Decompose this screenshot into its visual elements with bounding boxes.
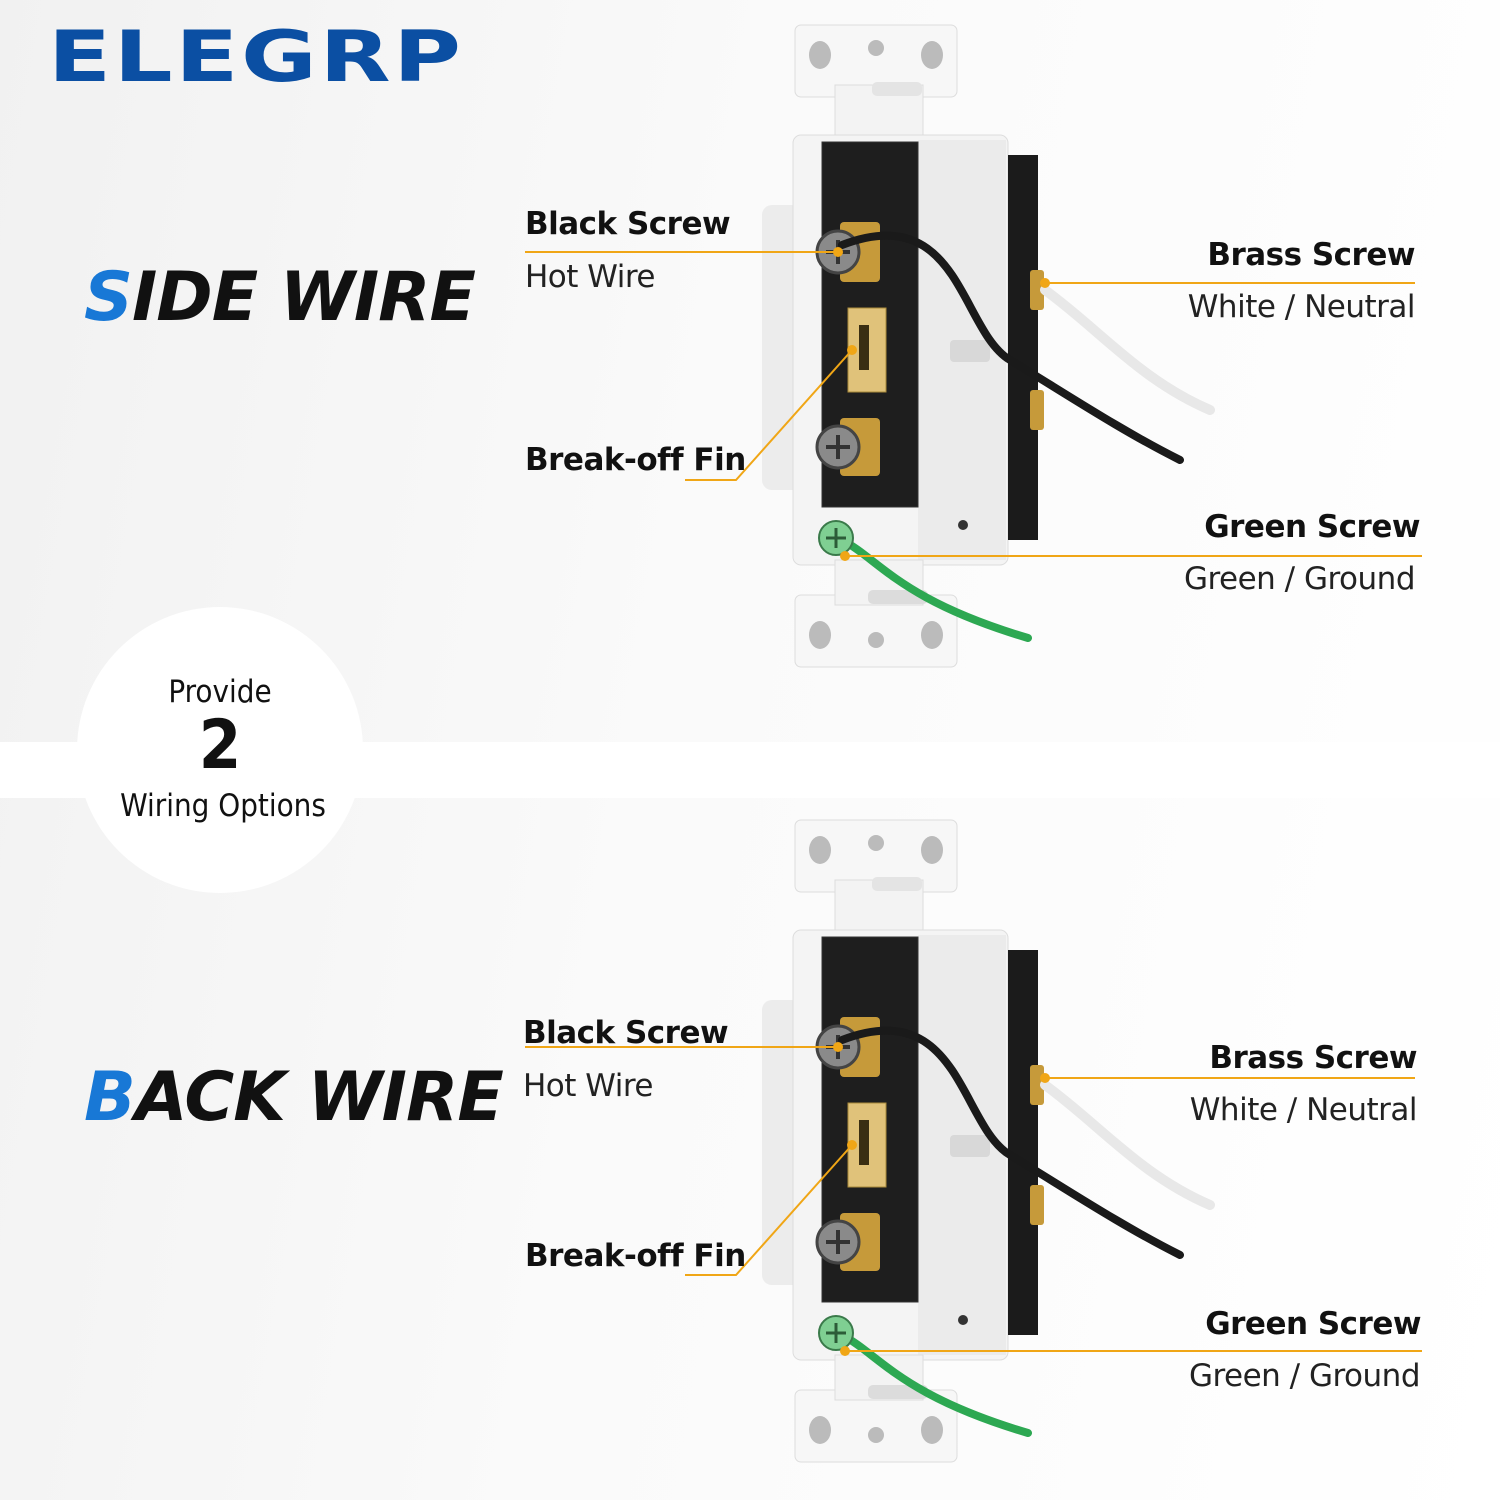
callout-dot <box>847 345 857 355</box>
callout-lines <box>525 251 1422 557</box>
black-hot-wire <box>838 1026 1184 1259</box>
callout-lines <box>525 1046 1422 1352</box>
label-hot-wire: Hot Wire <box>525 259 656 295</box>
title-initial: S <box>84 258 133 337</box>
label-black-screw: Black Screw <box>523 1015 729 1051</box>
white-neutral-wire <box>1040 285 1215 415</box>
badge-wiring-options-text: Wiring Options <box>120 788 326 824</box>
side-wire-title: SIDE WIRE <box>84 264 476 332</box>
break-off-fin-callout-line <box>685 1144 853 1276</box>
label-white-neutral: White / Neutral <box>1187 289 1416 325</box>
callout-dots <box>833 247 1050 561</box>
label-break-off-fin: Break-off Fin <box>525 442 746 478</box>
label-brass-screw: Brass Screw <box>1207 237 1415 273</box>
elegrp-logo: ELEGRP <box>48 16 464 98</box>
brass-terminals <box>1030 1065 1044 1225</box>
callout-dot <box>1040 278 1050 288</box>
label-green-screw: Green Screw <box>1205 1306 1421 1342</box>
callout-dot <box>1040 1073 1050 1083</box>
switch-side-wire <box>525 24 1422 668</box>
green-ground-wire <box>838 1331 1032 1437</box>
green-screw <box>818 1315 854 1351</box>
label-white-neutral: White / Neutral <box>1189 1092 1418 1128</box>
white-neutral-wire <box>1040 1080 1215 1210</box>
mounting-strap-bottom <box>794 1354 958 1463</box>
black-hot-wire <box>838 231 1184 464</box>
lower-screw-terminal <box>815 1213 880 1271</box>
label-green-ground: Green / Ground <box>1183 561 1416 597</box>
badge-provide-text: Provide <box>168 674 272 710</box>
label-hot-wire: Hot Wire <box>523 1068 654 1104</box>
title-rest: IDE WIRE <box>131 258 476 337</box>
label-break-off-fin: Break-off Fin <box>525 1238 746 1274</box>
callout-dots <box>833 1042 1050 1356</box>
brass-terminals <box>1030 270 1044 430</box>
switch-back-wire <box>525 819 1422 1463</box>
callout-dot <box>833 1042 843 1052</box>
mounting-strap-top <box>794 24 958 141</box>
green-screw <box>818 520 854 556</box>
lower-screw-terminal <box>815 418 880 476</box>
callout-dot <box>840 1346 850 1356</box>
back-wire-title: BACK WIRE <box>84 1064 504 1132</box>
label-brass-screw: Brass Screw <box>1209 1040 1417 1076</box>
break-off-fin-callout-line <box>685 349 853 481</box>
green-ground-wire <box>838 536 1032 642</box>
callout-dot <box>833 247 843 257</box>
label-green-ground: Green / Ground <box>1188 1358 1421 1394</box>
mounting-strap-bottom <box>794 559 958 668</box>
label-green-screw: Green Screw <box>1204 509 1420 545</box>
callout-dot <box>840 551 850 561</box>
badge-number: 2 <box>198 706 242 785</box>
label-black-screw: Black Screw <box>525 206 731 242</box>
title-initial: B <box>84 1058 136 1137</box>
wiring-options-badge <box>77 607 363 893</box>
mounting-strap-top <box>794 819 958 936</box>
title-rest: ACK WIRE <box>134 1058 504 1137</box>
callout-dot <box>847 1140 857 1150</box>
